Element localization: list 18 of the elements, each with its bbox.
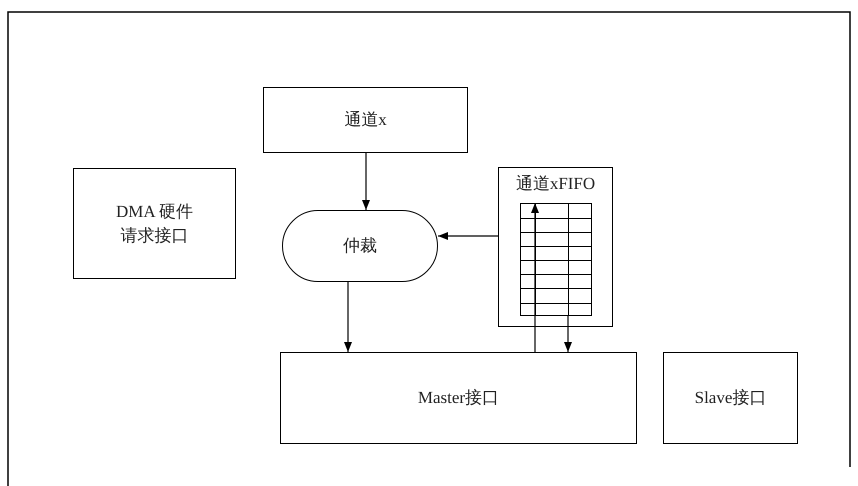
- module-box: [73, 168, 236, 279]
- arbiter-terminal: [282, 210, 438, 282]
- arrow: [531, 203, 539, 352]
- node-label: DMA 硬件请求接口: [115, 200, 194, 246]
- module-box: [280, 352, 637, 444]
- module-box: [263, 87, 468, 153]
- arrow: [344, 282, 352, 352]
- fifo-panel: [498, 167, 613, 327]
- fifo-grid: [520, 203, 592, 316]
- arrow: [564, 316, 572, 352]
- node-label: 通道x: [344, 109, 387, 132]
- arrow: [362, 153, 370, 210]
- module-box: [663, 352, 798, 444]
- node-label: 通道xFIFO: [516, 173, 596, 195]
- node-label: Slave接口: [694, 387, 766, 410]
- node-label: 仲裁: [343, 235, 377, 258]
- arrow: [438, 232, 498, 240]
- node-label: Master接口: [418, 387, 500, 410]
